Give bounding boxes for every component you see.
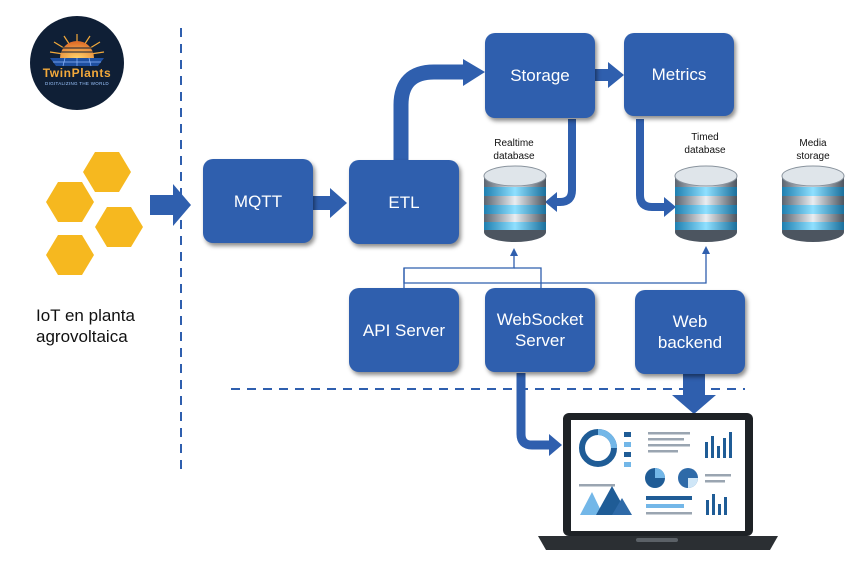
mqtt-node-label: MQTT (233, 191, 283, 211)
media-storage-label: Media storage (782, 137, 844, 163)
storage-to-metrics-arrow (595, 62, 624, 88)
realtime-db-label-line2: database (493, 151, 535, 162)
etl-node: ETL (349, 160, 459, 244)
websocket-server-label-line2: Server (514, 331, 566, 350)
mqtt-to-etl-arrow (313, 188, 347, 218)
timed-db-cylinder-icon (674, 165, 738, 242)
logo-tagline-text: DIGITALIZING THE WORLD (45, 81, 109, 86)
metrics-node-label: Metrics (651, 65, 707, 84)
backend-to-laptop-arrow (672, 374, 716, 414)
storage-node-label: Storage (510, 66, 570, 85)
timed-db-label: Timed database (674, 131, 736, 157)
mqtt-node: MQTT (203, 159, 313, 243)
iot-label-line2: agrovoltaica (36, 327, 128, 346)
timed-db-label-line1: Timed (691, 132, 719, 143)
iot-label: IoT en planta agrovoltaica (36, 305, 135, 347)
logo-brand-text: TwinPlants (42, 66, 112, 80)
websocket-to-laptop-arrow (516, 373, 550, 450)
iot-to-mqtt-arrow (150, 184, 191, 226)
api-server-node-label: API Server (362, 320, 446, 340)
web-backend-node: Web backend (635, 290, 745, 374)
iot-label-line1: IoT en planta (36, 306, 135, 325)
etl-node-label: ETL (388, 192, 420, 212)
websocket-server-node: WebSocket Server (485, 288, 595, 372)
web-backend-label-line2: backend (657, 333, 723, 352)
websocket-server-label-line1: WebSocket (496, 310, 584, 329)
storage-node: Storage (485, 33, 595, 118)
media-storage-label-line2: storage (796, 151, 830, 162)
server-db-connectors (403, 252, 707, 288)
iot-honeycomb-icon (46, 152, 143, 275)
timed-db-label-line2: database (684, 145, 726, 156)
metrics-node: Metrics (624, 33, 734, 116)
realtime-db-label-line1: Realtime (494, 138, 534, 149)
metrics-to-timed-db-arrow (636, 119, 665, 211)
twinplants-logo (30, 16, 124, 110)
api-server-node: API Server (349, 288, 459, 372)
laptop-dashboard-icon (538, 413, 778, 550)
media-storage-cylinder-icon (781, 165, 845, 242)
storage-to-realtime-db-arrow (556, 119, 576, 206)
media-storage-label-line1: Media (799, 138, 827, 149)
realtime-db-label: Realtime database (483, 137, 545, 163)
etl-to-storage-arrow (393, 64, 466, 160)
realtime-db-cylinder-icon (483, 165, 547, 242)
web-backend-label-line1: Web (672, 312, 708, 331)
